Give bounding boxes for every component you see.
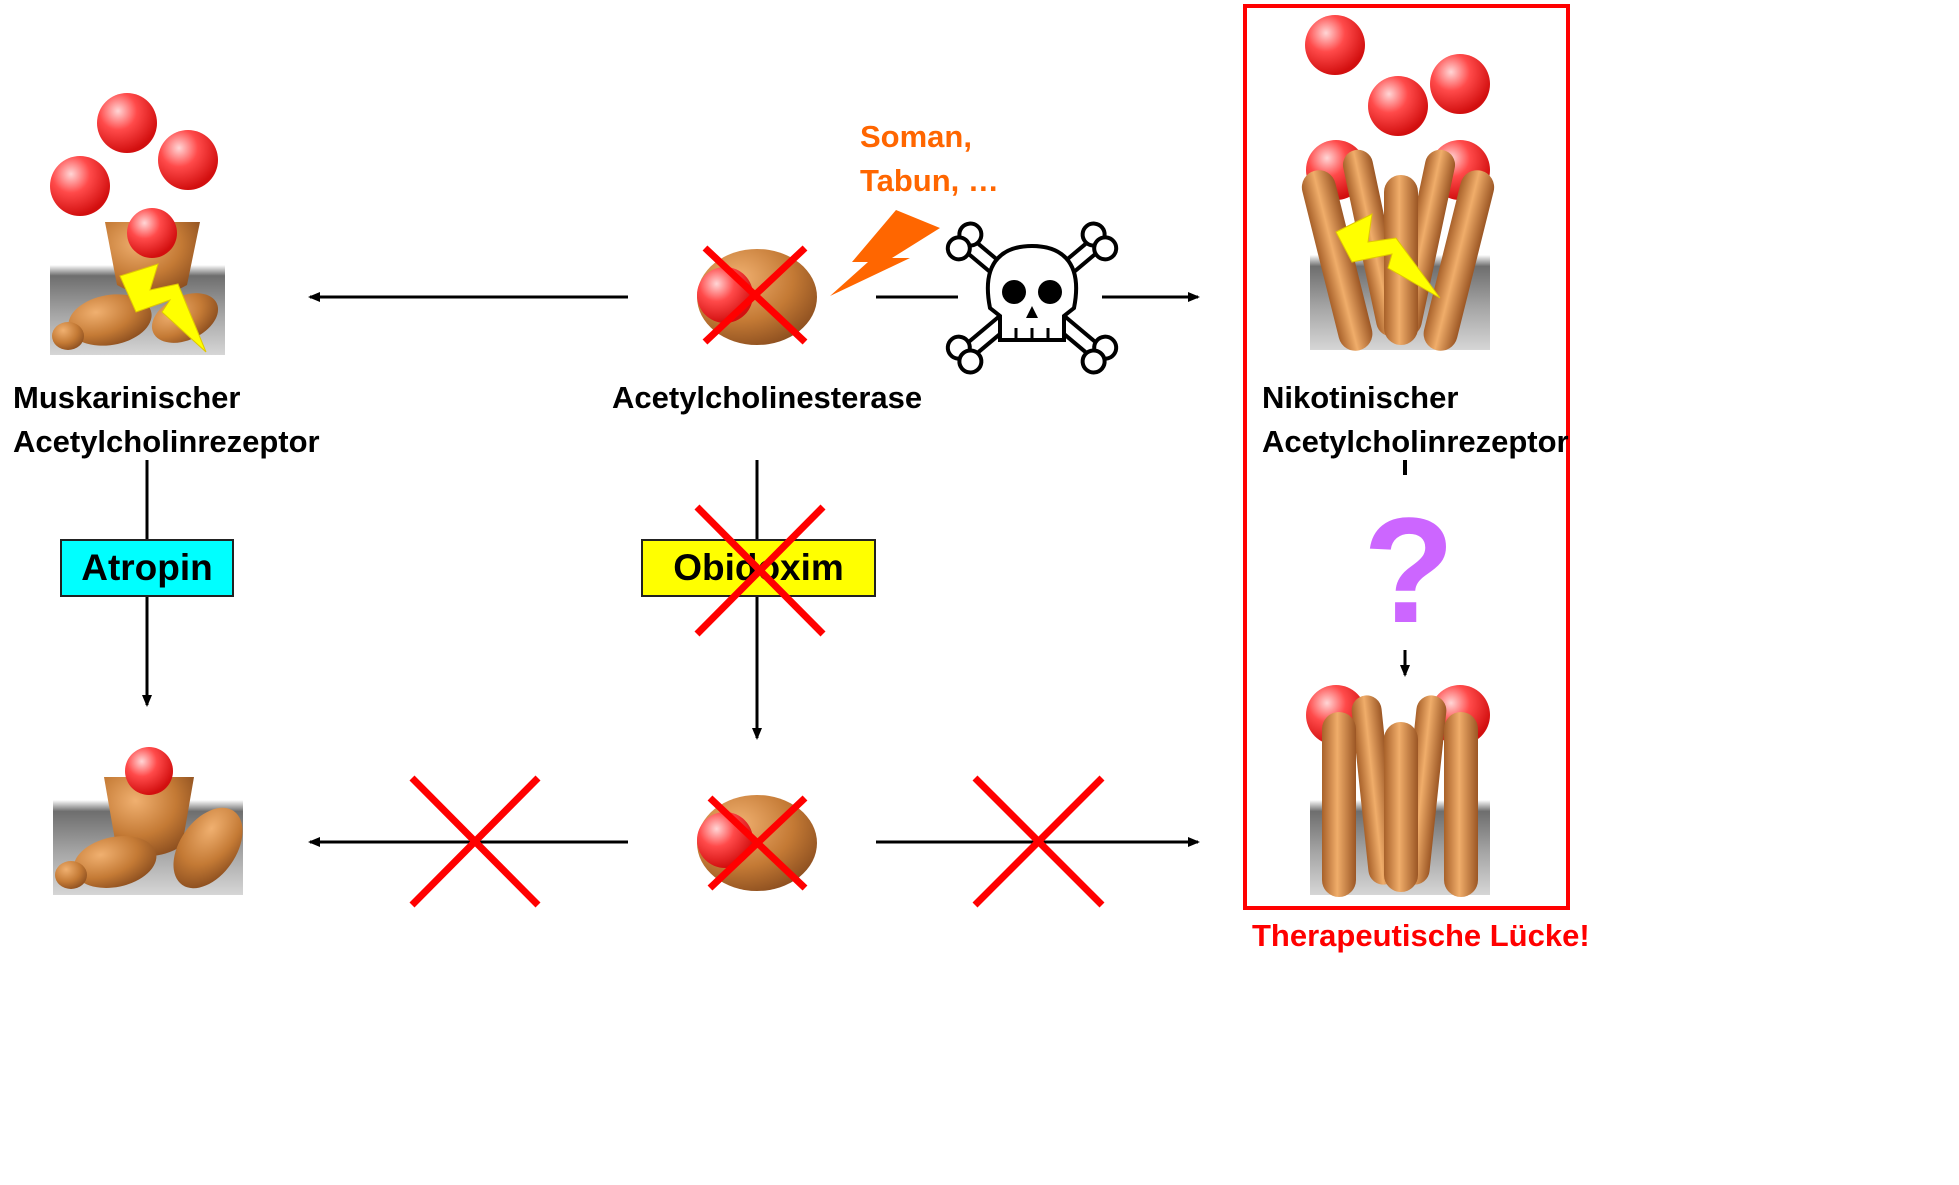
cross-icon bbox=[972, 775, 1105, 908]
atropin-box: Atropin bbox=[60, 539, 234, 597]
receptor-subunit bbox=[55, 861, 87, 889]
acetylcholine-molecule bbox=[97, 93, 157, 153]
lightning-icon bbox=[1335, 213, 1441, 299]
acetylcholine-molecule bbox=[1305, 15, 1365, 75]
cross-icon bbox=[702, 245, 808, 345]
obidoxim-box: Obidoxim bbox=[641, 539, 876, 597]
nicotinic-receptor-inactive bbox=[1306, 685, 1490, 897]
receptor-subunit bbox=[52, 322, 84, 350]
cross-icon bbox=[707, 795, 808, 891]
lightning-icon bbox=[830, 210, 940, 296]
question-mark: ? bbox=[1363, 486, 1455, 654]
acetylcholinesterase-bottom bbox=[697, 795, 817, 891]
cross-icon bbox=[409, 775, 541, 908]
acetylcholine-molecule bbox=[158, 130, 218, 190]
bound-acetylcholine bbox=[127, 208, 177, 258]
therapeutic-gap-frame bbox=[1243, 4, 1570, 910]
skull-crossbones-icon bbox=[945, 221, 1119, 375]
lightning-icon bbox=[119, 263, 207, 353]
receptor-subunit bbox=[68, 294, 152, 346]
receptor-subunit bbox=[73, 836, 157, 888]
nicotinic-receptor-active bbox=[1301, 15, 1495, 351]
bound-acetylcholine bbox=[697, 267, 753, 323]
muscarinic-receptor-active bbox=[50, 93, 225, 355]
acetylcholine-molecule bbox=[1430, 54, 1490, 114]
acetylcholinesterase-inhibited bbox=[697, 210, 940, 345]
acetylcholine-molecule bbox=[50, 156, 110, 216]
muscarinic-receptor-inactive bbox=[53, 747, 243, 895]
acetylcholinesterase-label: Acetylcholinesterase bbox=[612, 380, 923, 415]
receptor-subunit bbox=[173, 807, 243, 889]
therapeutic-gap-label: Therapeutische Lücke! bbox=[1252, 918, 1590, 953]
nerve-agents-label: Soman, Tabun, … bbox=[860, 119, 999, 198]
bound-acetylcholine bbox=[125, 747, 173, 795]
nicotinic-label: Nikotinischer Acetylcholinrezeptor bbox=[1262, 380, 1569, 459]
acetylcholine-molecule bbox=[1368, 76, 1428, 136]
muscarinic-label: Muskarinischer Acetylcholinrezeptor bbox=[13, 380, 320, 459]
